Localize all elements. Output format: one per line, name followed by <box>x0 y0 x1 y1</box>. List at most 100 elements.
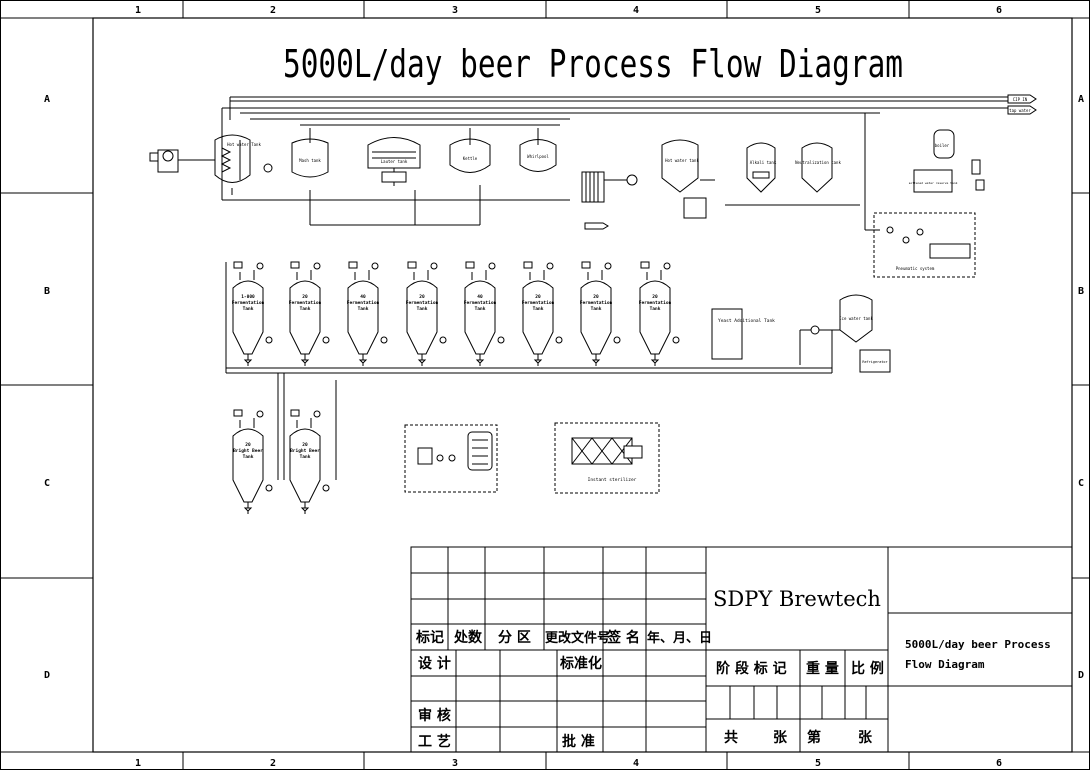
fermentation-tank-label: Fermentation <box>639 300 672 306</box>
instant-sterilizer-label: Instant sterilizer <box>588 477 637 483</box>
fermentation-tank-label-2: Tank <box>533 306 544 312</box>
bright-beer-tank-label-2: Tank <box>300 454 311 460</box>
zone-strip-top <box>0 0 1090 19</box>
boiler: boiler softened water reserve tank <box>909 129 985 193</box>
kettle-label: Kettle <box>463 156 478 161</box>
fermenter-manifold <box>225 262 840 480</box>
main-pipes <box>221 96 1008 231</box>
softened-water-tank-label: softened water reserve tank <box>909 181 958 185</box>
mash-tank: Mash tank <box>291 128 329 178</box>
tap-water-label: tap water <box>1009 108 1031 113</box>
tb-sheet: 张 <box>773 730 788 746</box>
col-label-3: 3 <box>452 5 458 16</box>
col-label-4-bottom: 4 <box>633 758 639 769</box>
bright-beer-tank-label: Bright Beer <box>233 448 263 454</box>
col-label-5: 5 <box>815 5 821 16</box>
brewhouse-return-pipes <box>221 135 860 226</box>
fermentation-tanks: 1-000FermentationTank20FermentationTank4… <box>232 261 680 366</box>
bright-beer-tank-volume: 20 <box>245 442 251 448</box>
fermentation-tank-label-2: Tank <box>417 306 428 312</box>
fermentation-tank-label-2: Tank <box>243 306 254 312</box>
row-label-d-right: D <box>1078 670 1084 681</box>
hot-water-tank-label: Hot water Tank <box>227 142 261 147</box>
tb-count: 处数 <box>453 629 483 646</box>
bright-beer-tank-label: Bright Beer <box>290 448 320 454</box>
fermentation-tank-volume: 20 <box>535 294 541 300</box>
lauter-tank-label: Lauter tank <box>381 159 408 164</box>
fermentation-tank-label: Fermentation <box>522 300 555 306</box>
fermentation-tank-volume: 20 <box>652 294 658 300</box>
fermentation-tank-label-2: Tank <box>475 306 486 312</box>
whirlpool: Whirlpool <box>519 128 557 172</box>
tb-drawing-name-line2: Flow Diagram <box>905 658 985 671</box>
alkali-tank: Alkali tank <box>746 142 777 193</box>
tb-design: 设 计 <box>418 655 451 672</box>
tb-signature: 签 名 <box>606 629 640 646</box>
col-label-2-bottom: 2 <box>270 758 276 769</box>
tb-weight: 重 量 <box>806 660 839 677</box>
col-label-6: 6 <box>996 5 1002 16</box>
tb-company: SDPY Brewtech <box>713 587 881 611</box>
instant-sterilizer: Instant sterilizer <box>554 422 660 494</box>
col-label-4: 4 <box>633 5 639 16</box>
hot-water-tank-2-label: Hot water tank <box>665 158 699 163</box>
diatomite-filter <box>404 424 498 493</box>
tb-scale: 比 例 <box>851 660 884 677</box>
col-label-5-bottom: 5 <box>815 758 821 769</box>
hot-water-tank: Hot water Tank <box>214 134 273 195</box>
mash-tank-label: Mash tank <box>299 158 321 163</box>
fermentation-tank-label: Fermentation <box>289 300 322 306</box>
bright-beer-tank-volume: 20 <box>302 442 308 448</box>
fermentation-tank-volume: 20 <box>593 294 599 300</box>
neutralization-tank-label: Neutralization tank <box>795 160 841 165</box>
fermentation-tank-volume: 1-000 <box>241 294 255 300</box>
fermentation-tank-label: Fermentation <box>580 300 613 306</box>
alkali-tank-label: Alkali tank <box>750 160 777 165</box>
col-label-1-bottom: 1 <box>135 758 141 769</box>
col-label-2: 2 <box>270 5 276 16</box>
row-label-a: A <box>44 94 50 105</box>
tb-drawing-name-line1: 5000L/day beer Process <box>905 638 1051 651</box>
fermentation-tank-label-2: Tank <box>591 306 602 312</box>
pneumatic-system-label: Pneumatic system <box>896 266 935 271</box>
fermentation-tank-volume: 40 <box>360 294 366 300</box>
lauter-tank: Lauter tank <box>367 137 421 186</box>
fermentation-tank-label-2: Tank <box>358 306 369 312</box>
yeast-tank: Yeast Additional Tank <box>711 308 775 360</box>
row-label-a-right: A <box>1078 94 1084 105</box>
zone-strip-sides <box>0 192 1090 579</box>
tb-sheet2: 张 <box>858 730 873 746</box>
ice-water-tank-label: Ice water tank <box>839 316 873 321</box>
row-label-d: D <box>44 670 50 681</box>
fermentation-tank-label-2: Tank <box>650 306 661 312</box>
fermentation-tank-label: Fermentation <box>464 300 497 306</box>
pneumatic-system: Pneumatic system <box>873 212 976 278</box>
cip-arrows: CIP IN tap water <box>1007 94 1037 115</box>
col-label-3-bottom: 3 <box>452 758 458 769</box>
col-label-6-bottom: 6 <box>996 758 1002 769</box>
yeast-tank-label: Yeast Additional Tank <box>718 318 775 324</box>
diagram-title: 5000L/day beer Process Flow Diagram <box>283 42 903 86</box>
tb-number: 第 <box>807 729 821 746</box>
fermentation-tank-volume: 20 <box>302 294 308 300</box>
tb-approve: 批 准 <box>562 733 595 750</box>
tb-process: 工 艺 <box>418 733 451 750</box>
tb-date: 年、月、日 <box>647 630 712 646</box>
fermentation-tank-volume: 20 <box>419 294 425 300</box>
tb-zone: 分 区 <box>498 630 531 646</box>
plate-heat-exchanger <box>581 171 638 230</box>
fermentation-tank-label: Fermentation <box>347 300 380 306</box>
fermentation-tank-label: Fermentation <box>406 300 439 306</box>
kettle: Kettle <box>449 128 491 173</box>
tb-review: 审 核 <box>418 707 451 724</box>
malt-mill <box>149 149 215 173</box>
